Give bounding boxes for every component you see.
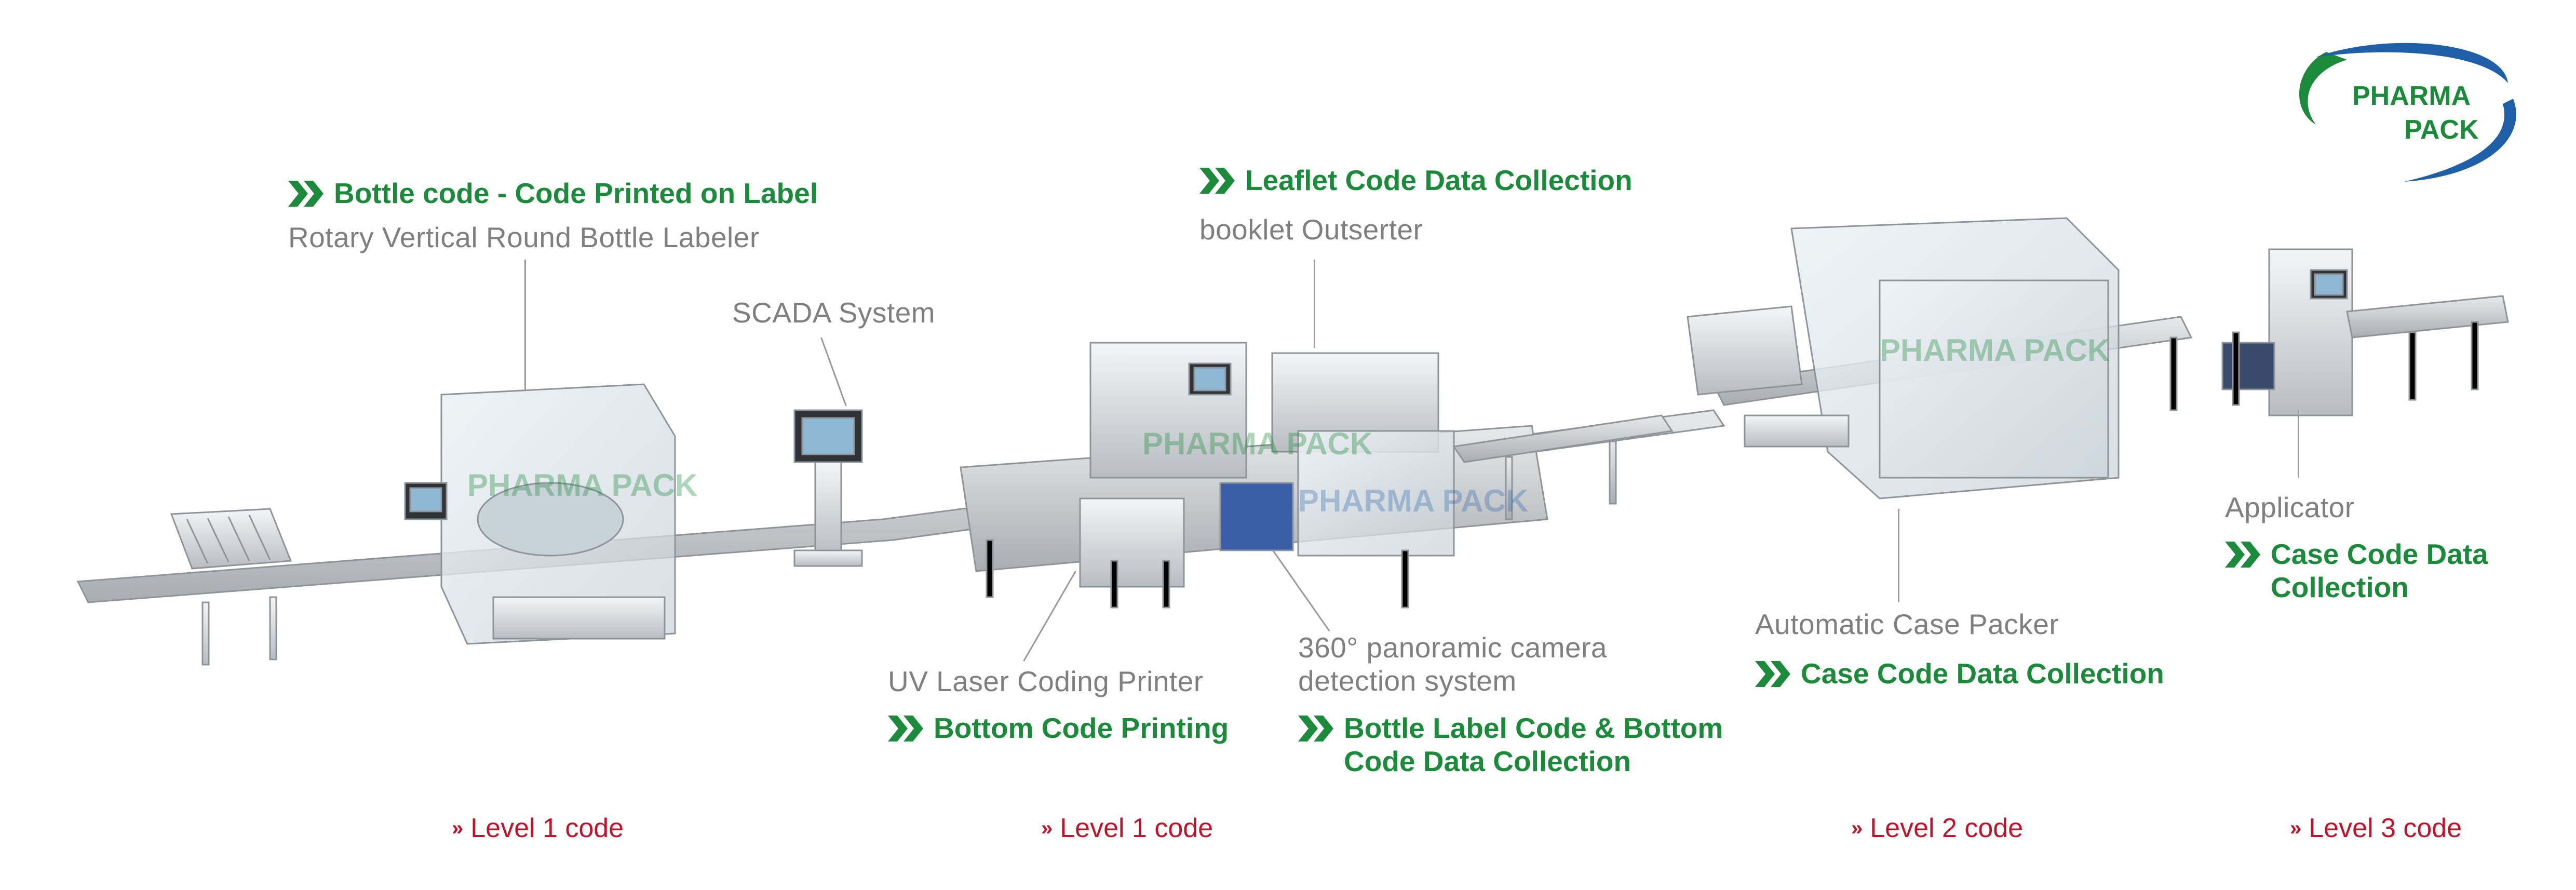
level-marker: » Level 1 code	[1041, 813, 1213, 844]
level-text: Level 2 code	[1870, 813, 2024, 843]
leader-line-labeler	[524, 260, 526, 389]
double-arrow-icon: »	[1041, 816, 1053, 840]
rotary-labeler-machine	[404, 383, 676, 645]
camera-function-label: Bottle Label Code & Bottom Code Data Col…	[1298, 711, 1723, 778]
outserter-and-inspection-cluster	[960, 342, 1548, 609]
labeler-function-label: Bottle code - Code Printed on Label	[288, 177, 818, 210]
double-chevron-icon	[288, 181, 323, 207]
outserter-name-label: booklet Outserter	[1199, 213, 1423, 246]
double-chevron-icon	[2225, 542, 2260, 568]
watermark: PHARMA PACK	[1298, 483, 1529, 518]
leader-line-case-packer	[1898, 509, 1899, 602]
case-packer-function-text: Case Code Data Collection	[1801, 657, 2164, 690]
double-arrow-icon: »	[452, 816, 464, 840]
logo-line-1: PHARMA	[2352, 81, 2471, 111]
applicator-machine	[2169, 248, 2509, 416]
case-packer-function-label: Case Code Data Collection	[1755, 657, 2164, 690]
double-chevron-icon	[888, 716, 923, 741]
applicator-function-label: Case Code Data Collection	[2225, 537, 2488, 604]
case-packer-name-label: Automatic Case Packer	[1755, 608, 2059, 640]
uv-printer-function-text: Bottom Code Printing	[934, 712, 1229, 744]
watermark: PHARMA PACK	[467, 468, 698, 503]
outserter-function-text: Leaflet Code Data Collection	[1245, 164, 1633, 196]
camera-function-text: Bottle Label Code & Bottom Code Data Col…	[1344, 712, 1723, 777]
pharma-pack-logo: PHARMA PACK	[2285, 36, 2544, 192]
applicator-function-text: Case Code Data Collection	[2271, 538, 2488, 603]
leader-line-applicator	[2298, 410, 2299, 478]
uv-printer-function-label: Bottom Code Printing	[888, 711, 1229, 745]
level-marker: » Level 3 code	[2290, 813, 2462, 844]
level-marker: » Level 2 code	[1851, 813, 2023, 844]
watermark: PHARMA PACK	[1880, 333, 2110, 368]
double-chevron-icon	[1298, 716, 1333, 741]
uv-printer-name-label: UV Laser Coding Printer	[888, 665, 1204, 697]
logo-line-2: PACK	[2404, 115, 2479, 145]
level-text: Level 3 code	[2309, 813, 2462, 843]
transfer-conveyors	[1452, 414, 1674, 520]
labeler-name-label: Rotary Vertical Round Bottle Labeler	[288, 221, 760, 253]
level-marker: » Level 1 code	[452, 813, 624, 844]
leader-line-outserter	[1314, 260, 1315, 348]
double-arrow-icon: »	[1851, 816, 1863, 840]
double-chevron-icon	[1199, 168, 1235, 194]
scada-name-label: SCADA System	[732, 296, 936, 329]
infeed-tray	[170, 508, 292, 666]
watermark: PHARMA PACK	[1142, 426, 1373, 461]
scada-terminal	[793, 409, 863, 567]
case-packer-machine	[1687, 217, 2120, 500]
double-chevron-icon	[1755, 661, 1790, 687]
logo-swoosh-icon	[2299, 43, 2516, 182]
applicator-name-label: Applicator	[2225, 491, 2355, 523]
outserter-function-label: Leaflet Code Data Collection	[1199, 164, 1633, 197]
double-arrow-icon: »	[2290, 816, 2302, 840]
labeler-function-text: Bottle code - Code Printed on Label	[334, 177, 818, 209]
level-text: Level 1 code	[470, 813, 624, 843]
camera-name-label: 360° panoramic camera detection system	[1298, 631, 1608, 697]
level-text: Level 1 code	[1060, 813, 1213, 843]
